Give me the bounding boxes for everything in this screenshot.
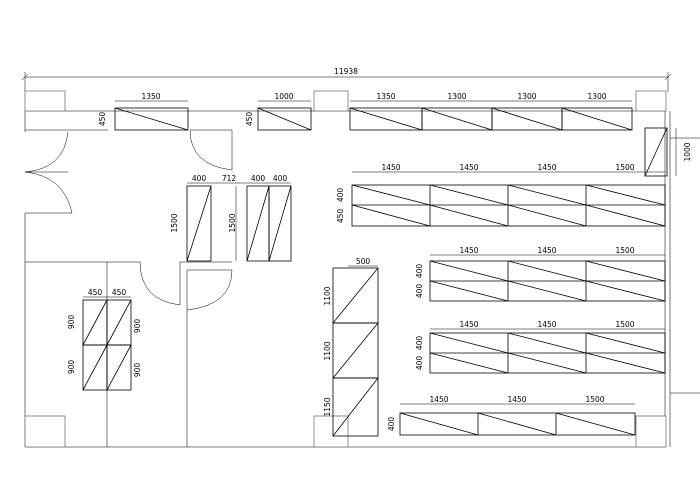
unit-height-label: 1000	[683, 142, 692, 161]
island-width-label: 450	[112, 288, 127, 297]
gondola-depth-label: 400	[415, 356, 424, 371]
gondola-row-1: 1450 1450 1450 1500 400 450	[336, 163, 666, 227]
unit-width-label: 500	[356, 257, 371, 266]
gondola-row-3: 1450 1450 1500 400 400	[415, 320, 666, 374]
gondola-width-label: 1450	[429, 395, 448, 404]
island-height-label: 900	[67, 360, 76, 375]
column	[635, 415, 667, 448]
gondola-width-label: 1450	[459, 163, 478, 172]
interior-door	[139, 261, 181, 306]
top-shelves: 1350 450 1000 450 1350 1300 1300 1300	[98, 92, 633, 131]
island-height-label: 900	[133, 363, 142, 378]
gondola-depth-label: 400	[415, 264, 424, 279]
gondola-width-label: 1450	[537, 163, 556, 172]
gondola-depth-label: 400	[415, 336, 424, 351]
overall-dimension-label: 11938	[334, 67, 358, 76]
column	[313, 90, 349, 112]
gondola-row-4: 1450 1450 1500 400	[387, 395, 636, 436]
gondola-depth-label: 400	[336, 188, 345, 203]
gondola-width-label: 1500	[615, 163, 634, 172]
unit-width-label: 400	[192, 174, 207, 183]
unit-height-label: 1150	[323, 397, 332, 416]
gondola-width-label: 1450	[381, 163, 400, 172]
overall-dimension: 11938	[21, 67, 672, 92]
column	[24, 90, 66, 112]
gondola-width-label: 1500	[615, 246, 634, 255]
shelf-depth-label: 450	[245, 112, 254, 127]
gondola-width-label: 1500	[585, 395, 604, 404]
gondola-row-2: 1450 1450 1500 400 400	[415, 246, 666, 302]
unit-height-label: 1500	[228, 213, 237, 232]
gondola-width-label: 1450	[507, 395, 526, 404]
interior-door	[186, 269, 233, 311]
interior-door	[189, 129, 233, 171]
unit-width-label: 400	[251, 174, 266, 183]
building-walls	[24, 110, 671, 448]
left-island: 450 450 900 900 900 900	[67, 288, 142, 391]
entrance-door	[24, 131, 73, 214]
shelf-depth-label: 450	[98, 112, 107, 127]
right-wall-unit: 1000	[644, 127, 700, 394]
unit-gap-label: 712	[222, 174, 237, 183]
unit-height-label: 1100	[323, 341, 332, 360]
unit-width-label: 400	[273, 174, 288, 183]
center-units: 400 712 400 400 1500 1500	[170, 174, 292, 262]
gondola-width-label: 1450	[459, 246, 478, 255]
island-width-label: 450	[88, 288, 103, 297]
shelf-width-label: 1300	[587, 92, 606, 101]
column	[313, 415, 349, 448]
shelf-width-label: 1350	[376, 92, 395, 101]
gondola-width-label: 1450	[537, 246, 556, 255]
column	[635, 90, 667, 112]
unit-height-label: 1500	[170, 213, 179, 232]
gondola-width-label: 1500	[615, 320, 634, 329]
gondola-depth-label: 400	[387, 417, 396, 432]
shelf-width-label: 1300	[517, 92, 536, 101]
island-height-label: 900	[133, 319, 142, 334]
shelf-width-label: 1000	[274, 92, 293, 101]
gondola-width-label: 1450	[537, 320, 556, 329]
gondola-width-label: 1450	[459, 320, 478, 329]
gondola-depth-label: 400	[415, 284, 424, 299]
vertical-run: 500 1100 1100 1150	[323, 257, 379, 437]
gondola-depth-label: 450	[336, 209, 345, 224]
door-swings	[24, 129, 233, 311]
structural-columns	[24, 90, 667, 448]
shelf-width-label: 1300	[447, 92, 466, 101]
island-height-label: 900	[67, 315, 76, 330]
column	[24, 415, 66, 448]
unit-height-label: 1100	[323, 286, 332, 305]
shelf-width-label: 1350	[141, 92, 160, 101]
